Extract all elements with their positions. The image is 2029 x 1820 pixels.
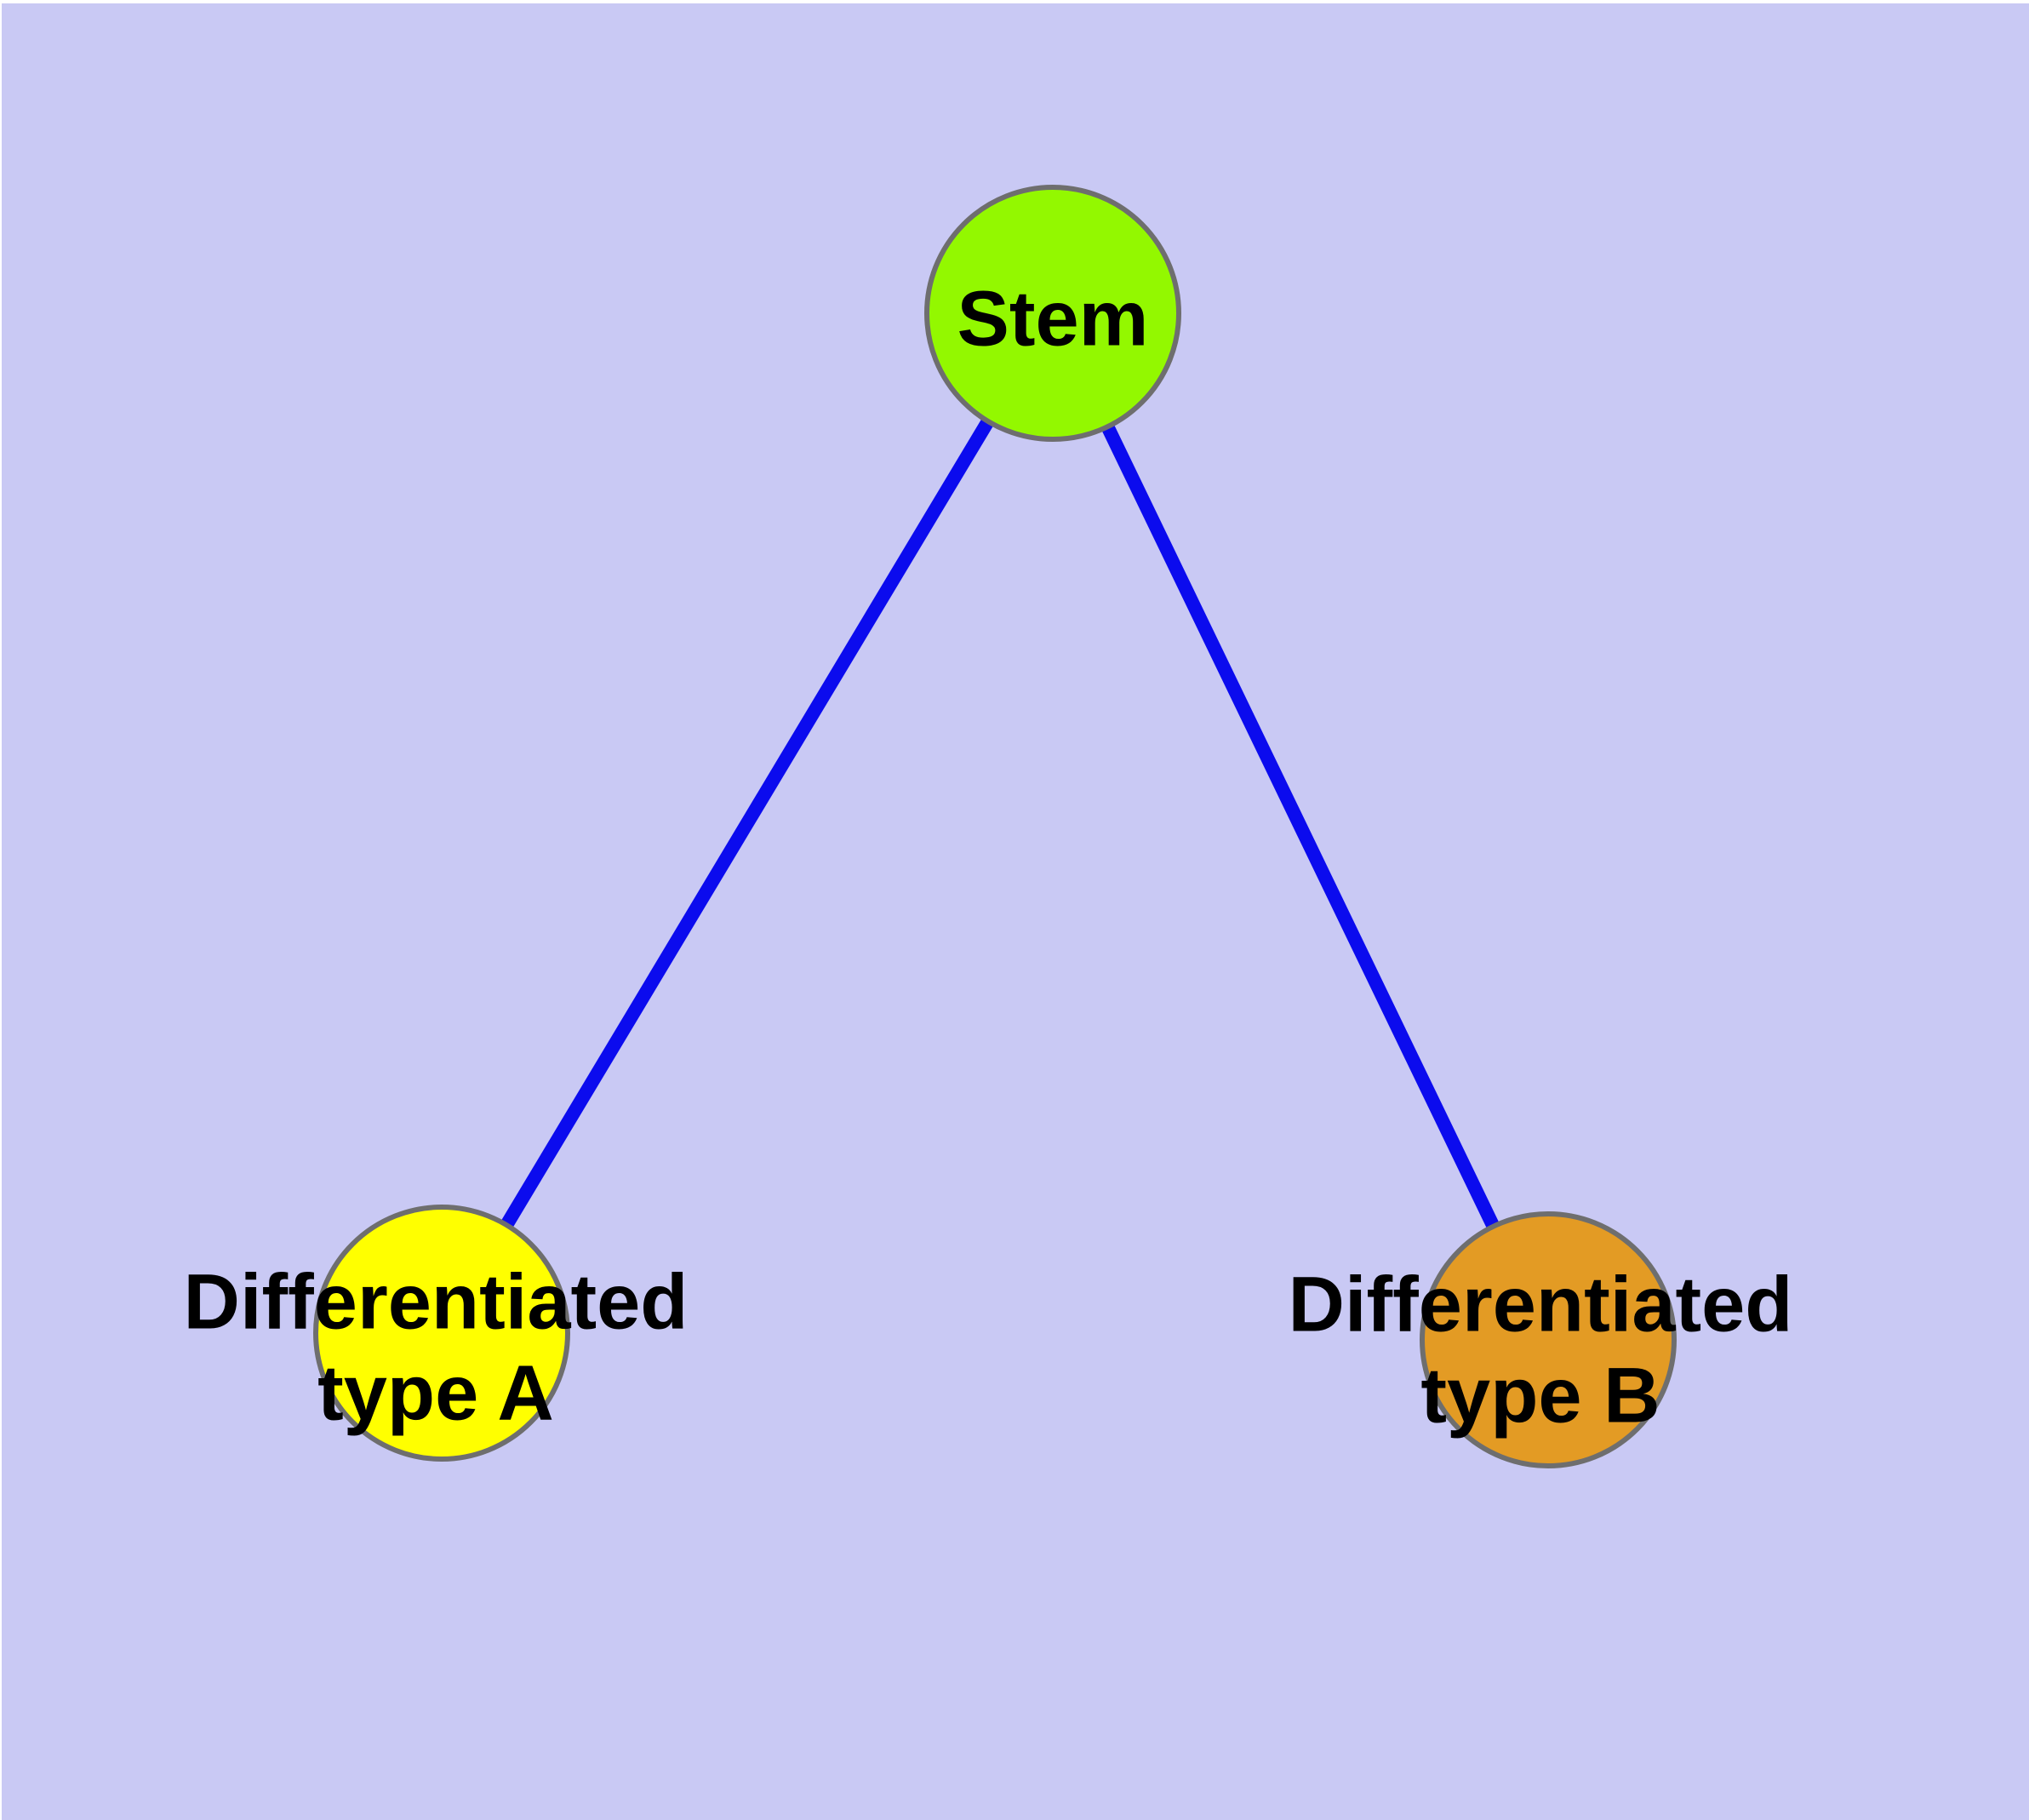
edge-stem-to-type-a-line [436,309,1059,1337]
left-white-margin [0,0,2,1820]
node-differentiated-type-a-label: Differentiated type A [183,1258,689,1436]
top-white-margin [0,0,2029,3]
edge-stem-to-type-b-line [1046,310,1555,1343]
node-stem-circle [924,185,1181,442]
node-stem-label: Stem [957,275,1149,363]
node-differentiated-type-a-circle [313,1205,570,1462]
node-differentiated-type-b-circle [1420,1211,1677,1468]
node-differentiated-type-b-label: Differentiated type B [1288,1261,1793,1439]
